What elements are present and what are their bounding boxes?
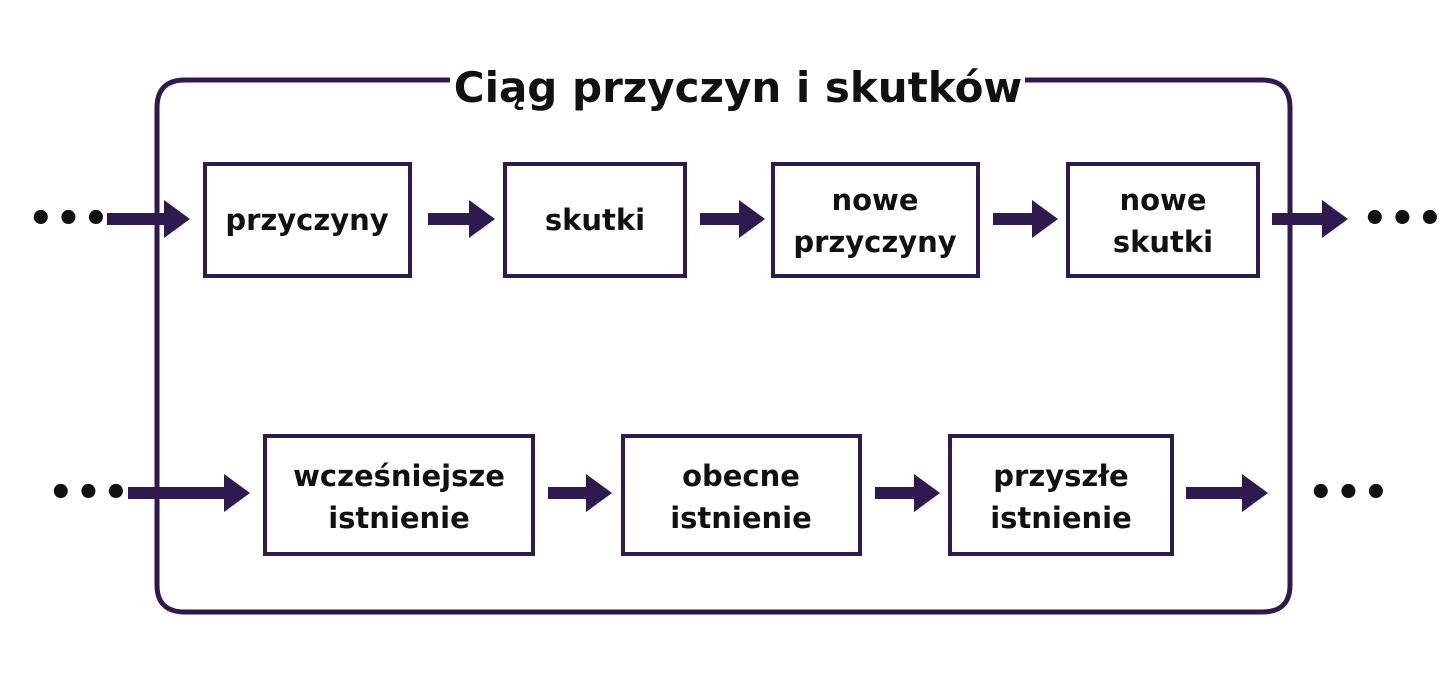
node-skutki: skutki	[503, 162, 687, 278]
node-przyszle-istnienie: przyszłe istnienie	[948, 434, 1174, 556]
arrow-into-przyczyny	[107, 200, 190, 238]
node-label: przyczyny	[225, 203, 388, 237]
node-wczesniejsze-istnienie: wcześniejsze istnienie	[263, 434, 535, 556]
row2-ellipsis-left: •••	[48, 470, 131, 516]
row2-ellipsis-right: •••	[1308, 470, 1391, 516]
node-label-line2: skutki	[1113, 225, 1213, 259]
row1-ellipsis-right: •••	[1362, 196, 1445, 242]
node-przyczyny: przyczyny	[203, 162, 412, 278]
frame-title: Ciąg przyczyn i skutków	[454, 63, 1022, 112]
node-label-line1: wcześniejsze	[293, 459, 505, 493]
node-label-line1: przyszłe	[993, 459, 1128, 493]
node-label-line1: obecne	[682, 459, 800, 493]
arrow-into-wczesniejsze-istnienie	[128, 474, 250, 512]
arrow-wczesniejsze-to-obecne	[548, 474, 612, 512]
node-label-line2: istnienie	[328, 501, 470, 535]
arrow-obecne-to-przyszle	[875, 474, 940, 512]
node-label-line2: istnienie	[990, 501, 1132, 535]
node-label-line1: nowe	[831, 183, 918, 217]
node-label: skutki	[545, 203, 645, 237]
node-nowe-przyczyny: nowe przyczyny	[771, 162, 980, 278]
node-obecne-istnienie: obecne istnienie	[621, 434, 862, 556]
arrow-przyczyny-to-skutki	[428, 200, 495, 238]
node-label-line2: przyczyny	[793, 225, 956, 259]
node-label-line1: nowe	[1119, 183, 1206, 217]
arrow-out-of-przyszle-istnienie	[1186, 474, 1268, 512]
arrows-group	[107, 200, 1348, 512]
arrow-nowe-przyczyny-to-nowe-skutki	[993, 200, 1058, 238]
node-label-line2: istnienie	[670, 501, 812, 535]
node-nowe-skutki: nowe skutki	[1066, 162, 1260, 278]
outer-frame	[154, 77, 1293, 615]
row1-ellipsis-left: •••	[28, 196, 111, 242]
arrow-out-of-nowe-skutki	[1272, 200, 1348, 238]
arrow-skutki-to-nowe-przyczyny	[700, 200, 765, 238]
